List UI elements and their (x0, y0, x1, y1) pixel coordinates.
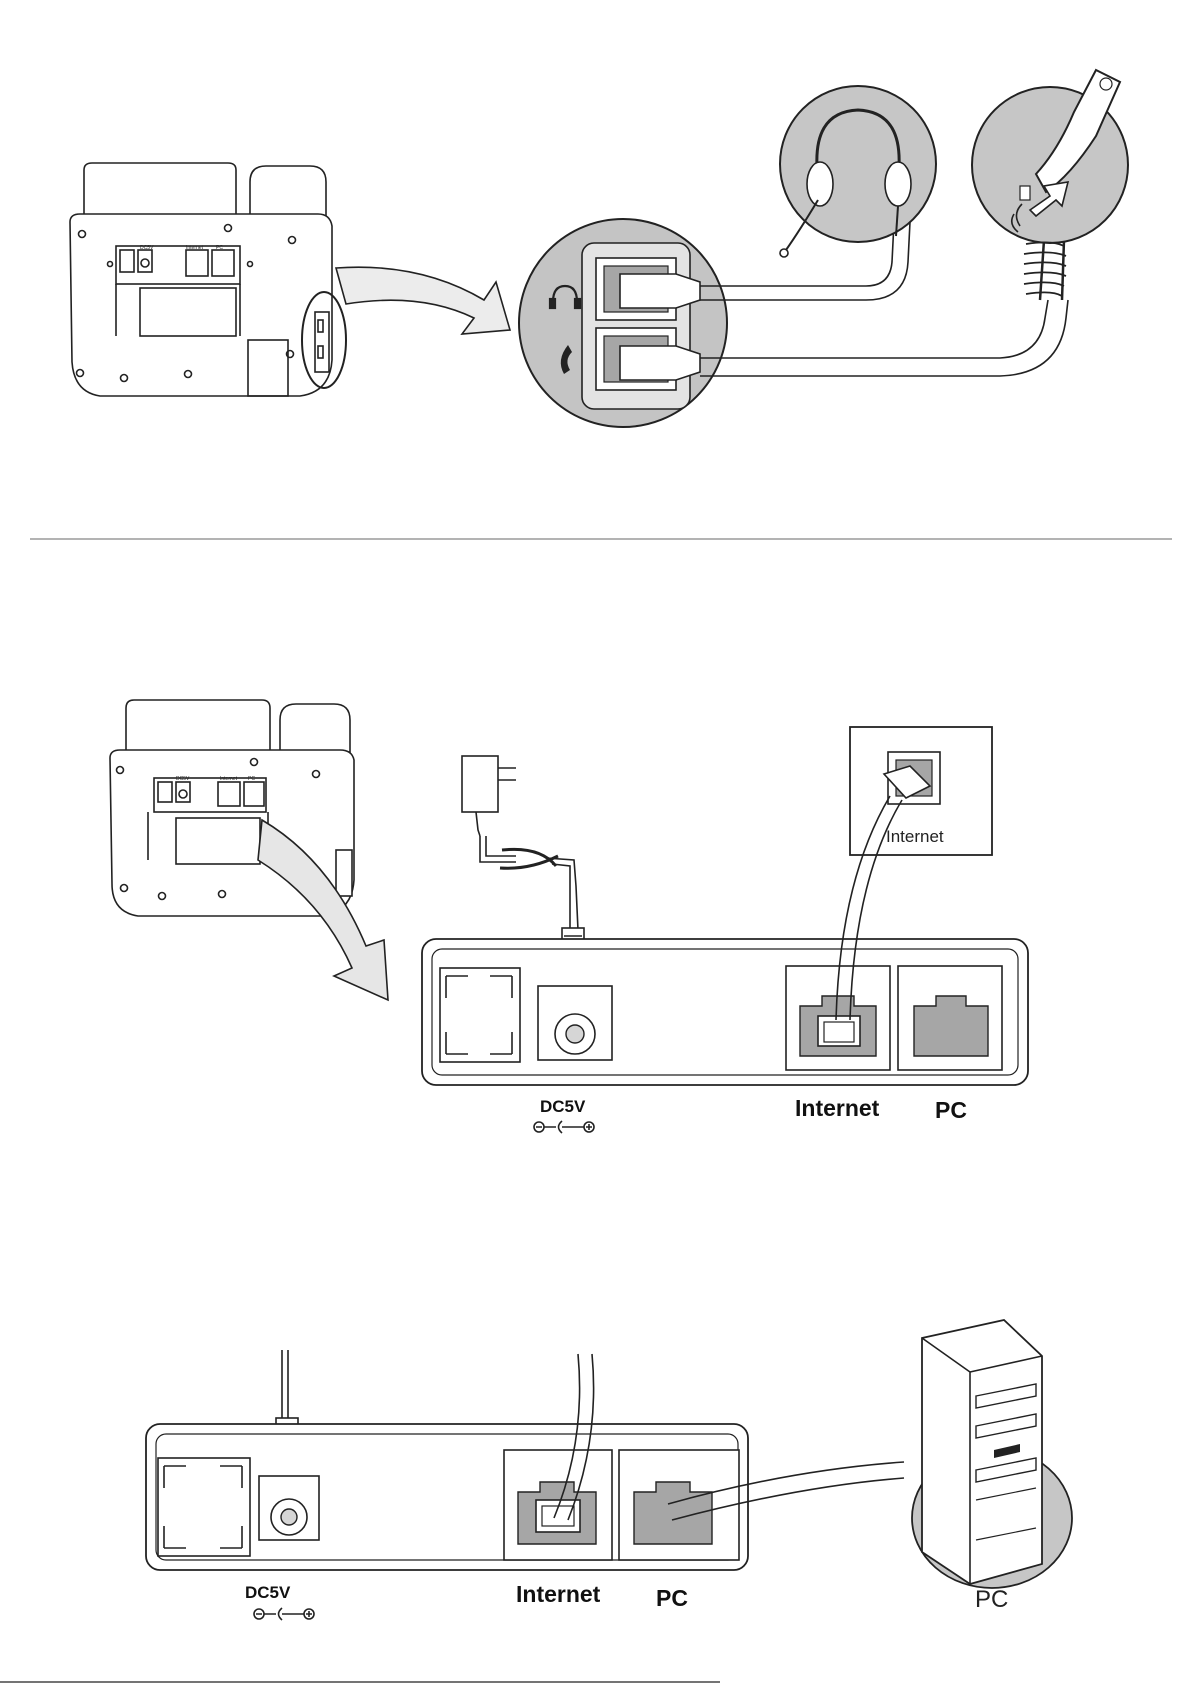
internet-port-label-small: Internet (186, 245, 204, 251)
computer-label: PC (975, 1586, 1008, 1613)
zoom-arrow-1 (336, 267, 510, 334)
polarity-symbol-3 (254, 1608, 314, 1620)
handset-circle (972, 70, 1128, 296)
dc5v-label-2: DC5V (540, 1097, 586, 1116)
internet-label-3: Internet (516, 1581, 601, 1607)
internet-port-label-small-2: Internet (220, 776, 238, 782)
port-zoom-circle-1 (519, 219, 727, 427)
pc-port-label-small: PC (216, 245, 223, 251)
port-panel-3 (146, 1424, 748, 1570)
pc-label-3: PC (656, 1585, 688, 1611)
dc-port-label-small-2: DC5V (176, 776, 190, 782)
internet-wall-jack: Internet (850, 727, 992, 855)
pc-label-2: PC (935, 1097, 967, 1123)
wall-jack-label: Internet (886, 827, 944, 846)
section-1-handset-headset: DC5V Internet PC (70, 70, 1128, 427)
dc5v-label-3: DC5V (245, 1583, 291, 1602)
dc-port-label-small: DC5V (140, 245, 154, 251)
phone-back-view-1: DC5V Internet PC (70, 163, 346, 396)
port-panel-2 (422, 939, 1028, 1085)
computer-tower (912, 1320, 1072, 1588)
section-3-pc-connection: DC5V Internet PC PC (146, 1320, 1072, 1620)
section-2-power-internet: DC5V Internet PC Internet (110, 700, 1028, 1133)
pc-port-label-small-2: PC (248, 776, 255, 782)
internet-label-2: Internet (795, 1095, 880, 1121)
polarity-symbol-2 (534, 1121, 594, 1133)
headset-circle (780, 86, 936, 257)
